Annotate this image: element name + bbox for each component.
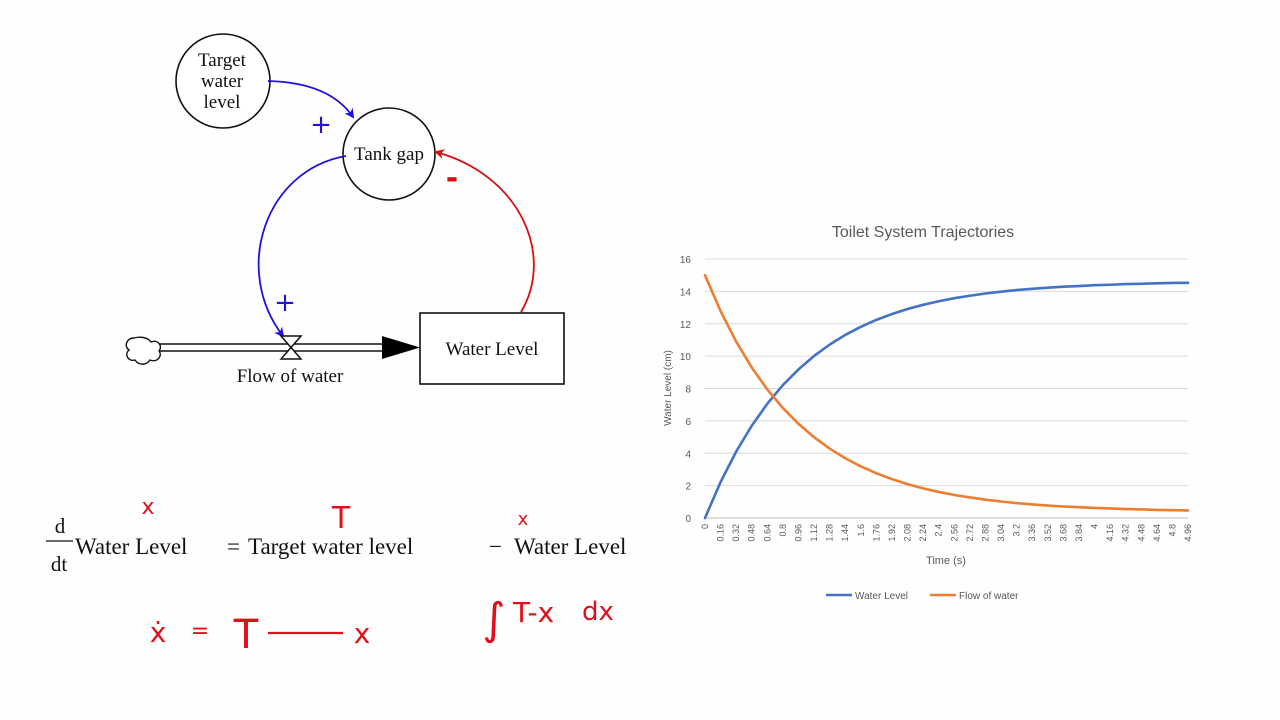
x-tick-label: 4.8 [1167,524,1177,537]
target-label-line3: level [204,92,241,113]
x-tick-label: 2.4 [934,524,944,537]
equation-equals: = [227,534,240,559]
handwritten-annotations: x T x ẋ = T x ∫ T-x dx [141,495,613,658]
equation-lhs: Water Level [75,534,187,559]
x-tick-label: 4 [1090,524,1100,529]
hand-t-target: T [331,501,351,536]
x-tick-label: 3.68 [1058,524,1068,542]
hand-integrand: T-x [512,596,554,629]
polarity-gap-to-flow: + [274,288,296,318]
x-tick-label: 1.28 [825,524,835,542]
equation-d: d [55,514,66,538]
x-tick-label: 2.56 [949,524,959,542]
equation-term-level: Water Level [514,534,626,559]
chart-y-tick-labels: 0 2 4 6 8 10 12 14 16 [680,255,692,525]
hand-x-lhs: x [141,495,154,520]
x-tick-label: 4.96 [1183,524,1193,542]
series-line-flow-of-water [703,273,1190,512]
hand-integral: ∫ [483,594,506,645]
hand-xdot: ẋ [150,616,167,649]
x-tick-label: 4.16 [1105,524,1115,542]
chart-legend: Water Level Flow of water [826,591,1019,602]
tank-gap-node: Tank gap [342,107,436,201]
equation-term-target: Target water level [248,534,413,559]
chart-y-axis-label: Water Level (cm) [663,350,674,426]
flow-pipe [160,336,420,359]
x-tick-label: 1.6 [856,524,866,537]
x-tick-label: 3.2 [1012,524,1022,537]
water-level-stock-label: Water Level [446,339,539,360]
trajectory-chart: Toilet System Trajectories 0 2 4 6 8 10 12 14 16… [663,224,1193,602]
x-tick-label: 4.32 [1121,524,1131,542]
y-tick-label: 14 [680,287,692,298]
y-tick-label: 0 [685,514,691,525]
y-tick-label: 2 [685,482,691,493]
link-level-to-gap [434,149,535,313]
y-tick-label: 8 [685,385,691,396]
x-tick-label: 0 [700,524,710,529]
target-water-level-node: Target water level [175,33,271,129]
hand-x-rhs: x [518,509,529,530]
x-tick-label: 2.88 [980,524,990,542]
differential-equation: d dt Water Level = Target water level − … [46,514,626,576]
link-gap-to-flow [257,155,347,338]
chart-x-axis-label: Time (s) [926,555,966,567]
x-tick-label: 3.84 [1074,524,1084,542]
polarity-level-to-gap: - [446,161,458,196]
y-tick-label: 16 [680,255,692,266]
x-tick-label: 2.72 [965,524,975,542]
x-tick-label: 0.96 [793,524,803,542]
x-tick-label: 0.32 [731,524,741,542]
equation-minus: − [489,534,502,559]
link-target-to-gap [267,80,355,119]
flow-of-water-label: Flow of water [237,366,344,387]
equation-dt: dt [51,552,68,576]
stock-flow-diagram: Target water level Tank gap + + - Flow o… [125,33,565,387]
x-tick-label: 2.24 [918,524,928,542]
x-tick-label: 1.12 [809,524,819,542]
x-tick-label: 1.76 [871,524,881,542]
hand-dx: dx [582,597,614,627]
x-tick-label: 0.48 [747,524,757,542]
polarity-target-to-gap: + [310,110,332,140]
chart-gridlines [705,258,1188,519]
x-tick-label: 4.48 [1136,524,1146,542]
chart-series [703,273,1190,520]
x-tick-label: 3.04 [996,524,1006,542]
chart-title: Toilet System Trajectories [832,224,1014,241]
tank-gap-label: Tank gap [354,144,424,165]
hand-equals: = [191,619,209,644]
source-cloud-icon [125,336,162,365]
x-tick-label: 1.44 [840,524,850,542]
x-tick-label: 4.64 [1152,524,1162,542]
x-tick-label: 0.64 [762,524,772,542]
x-tick-label: 3.52 [1043,524,1053,542]
chart-x-tick-labels: 0 0.16 0.32 0.48 0.64 0.8 0.96 1.12 1.28 1.44 1.6 1… [700,524,1193,542]
hand-T: T [233,612,259,658]
legend-label: Water Level [855,591,908,602]
valve-icon [279,335,303,360]
target-label-line1: Target [198,50,247,71]
target-label-line2: water [201,71,244,92]
x-tick-label: 2.08 [903,524,913,542]
y-tick-label: 10 [680,352,692,363]
hand-x: x [354,617,371,650]
series-line-water-level [703,281,1190,520]
y-tick-label: 12 [680,320,692,331]
x-tick-label: 3.36 [1027,524,1037,542]
y-tick-label: 6 [685,417,691,428]
legend-label: Flow of water [959,591,1019,602]
flow-arrowhead-icon [382,336,420,359]
water-level-stock: Water Level [419,312,565,385]
y-tick-label: 4 [685,449,691,460]
x-tick-label: 0.16 [716,524,726,542]
x-tick-label: 0.8 [778,524,788,537]
x-tick-label: 1.92 [887,524,897,542]
